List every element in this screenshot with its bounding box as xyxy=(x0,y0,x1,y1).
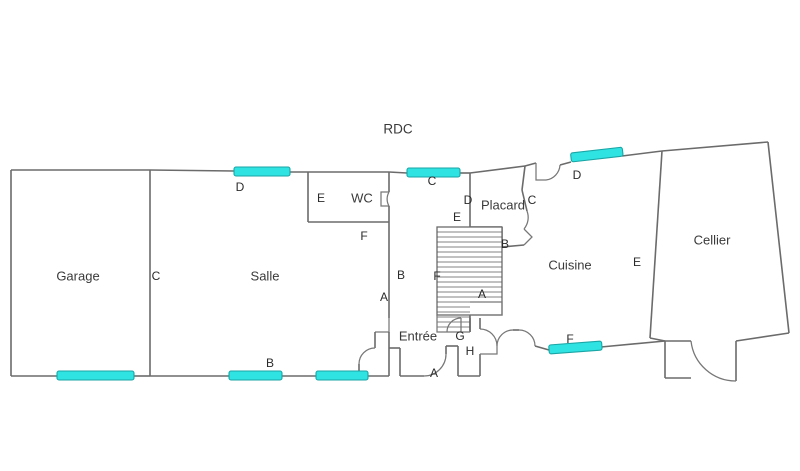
wall-code-b-hall: B xyxy=(397,268,405,282)
window-marker-icon-b-salle-1 xyxy=(228,370,283,381)
door-arc-salle-entry xyxy=(358,347,376,365)
wall-code-f-wc-bottom: F xyxy=(360,229,367,243)
wall-code-d-placard: D xyxy=(464,193,473,207)
wall-code-c-placard-r: C xyxy=(528,193,537,207)
wall-cuisine-cellier-divider-e xyxy=(649,150,663,339)
staircase-lower-run xyxy=(436,315,470,333)
wall-code-h-vestibule: H xyxy=(466,344,475,358)
staircase-treads xyxy=(437,231,502,328)
wall-cellier-top xyxy=(661,141,769,152)
wall-cuisine-top-b xyxy=(621,150,663,157)
wall-cuisine-bot-a xyxy=(534,345,550,351)
room-label-entree: Entrée xyxy=(399,328,437,343)
room-labels-group: Garage Salle WC Placard Cuisine Cellier … xyxy=(56,190,731,343)
window-marker-icon-d-cuisine xyxy=(570,146,624,163)
wall-code-c-top-mid: C xyxy=(428,174,437,188)
wall-code-a-hall: A xyxy=(380,290,388,304)
wall-code-f-stair-l: F xyxy=(433,269,440,283)
wall-code-b-salle-bottom: B xyxy=(266,356,274,370)
wall-code-e-wc-left: E xyxy=(317,191,325,205)
wall-code-b-stair-r: B xyxy=(501,237,509,251)
staircase-icon xyxy=(436,226,503,333)
wall-cellier-bottom-a xyxy=(735,332,790,342)
wall-placard-top xyxy=(469,165,526,174)
wall-code-a-stair: A xyxy=(478,287,486,301)
door-leaf-h-vestibule xyxy=(480,346,498,355)
door-arc-cellier xyxy=(690,340,737,382)
wall-code-e-cellier: E xyxy=(633,255,641,269)
door-arc-wc xyxy=(386,191,390,207)
door-arc-c-top xyxy=(545,164,561,181)
room-label-wc: WC xyxy=(351,190,373,205)
wall-cellier-right xyxy=(767,141,790,334)
door-arc-cuisine-bot-1 xyxy=(496,329,514,347)
staircase-start-arrow xyxy=(446,317,462,333)
door-leaf-wc xyxy=(380,191,389,207)
wall-placard-top-b xyxy=(524,162,537,167)
room-label-salle: Salle xyxy=(251,268,280,283)
wall-codes-group: D C B E F C B A A D E C B F A G H D E F xyxy=(152,168,641,380)
window-marker-icon-b-salle-2 xyxy=(315,370,369,381)
door-arc-h-vestibule xyxy=(479,328,498,347)
wall-placard-c-jamb xyxy=(521,189,528,212)
wall-code-c-garage-salle: C xyxy=(152,269,161,283)
room-label-placard: Placard xyxy=(481,197,525,212)
door-arc-cuisine-bot-2 xyxy=(518,329,536,347)
wall-cuisine-top-a xyxy=(559,161,572,166)
room-label-cellier: Cellier xyxy=(694,232,732,247)
wall-code-a-entree: A xyxy=(430,366,438,380)
window-marker-icon-c-top xyxy=(406,167,461,178)
page-title: RDC xyxy=(383,122,412,137)
window-marker-icon-f-cuisine xyxy=(548,340,603,355)
wall-placard-bottom-b xyxy=(501,244,525,248)
wall-code-d-cuisine-top: D xyxy=(573,168,582,182)
door-leaf-placard-c xyxy=(523,228,533,246)
staircase-landing xyxy=(470,301,503,316)
wall-code-d-salle-top: D xyxy=(236,180,245,194)
window-marker-icon-garage-bottom xyxy=(56,370,135,381)
door-arc-entree-front xyxy=(423,353,447,377)
door-leaf-salle-entry-jamb xyxy=(375,318,390,333)
windows-group xyxy=(56,146,624,381)
room-label-garage: Garage xyxy=(56,268,99,283)
window-marker-icon-d-salle xyxy=(233,166,291,177)
door-leaf-c-top-notch xyxy=(535,163,546,181)
wall-code-f-cuisine-bot: F xyxy=(566,332,573,346)
wall-cellier-bottom-link xyxy=(649,337,666,342)
room-label-cuisine: Cuisine xyxy=(548,257,591,272)
wall-salle-top-a xyxy=(149,169,235,172)
walls-group xyxy=(10,141,790,382)
door-arc-placard-c xyxy=(523,210,529,230)
wall-code-g-stair-bot: G xyxy=(455,329,464,343)
wall-cuisine-bot-b xyxy=(600,340,666,348)
wall-top-mid-a xyxy=(388,171,408,174)
wall-placard-c-upper xyxy=(521,165,526,191)
wall-code-e-stair-top: E xyxy=(453,210,461,224)
